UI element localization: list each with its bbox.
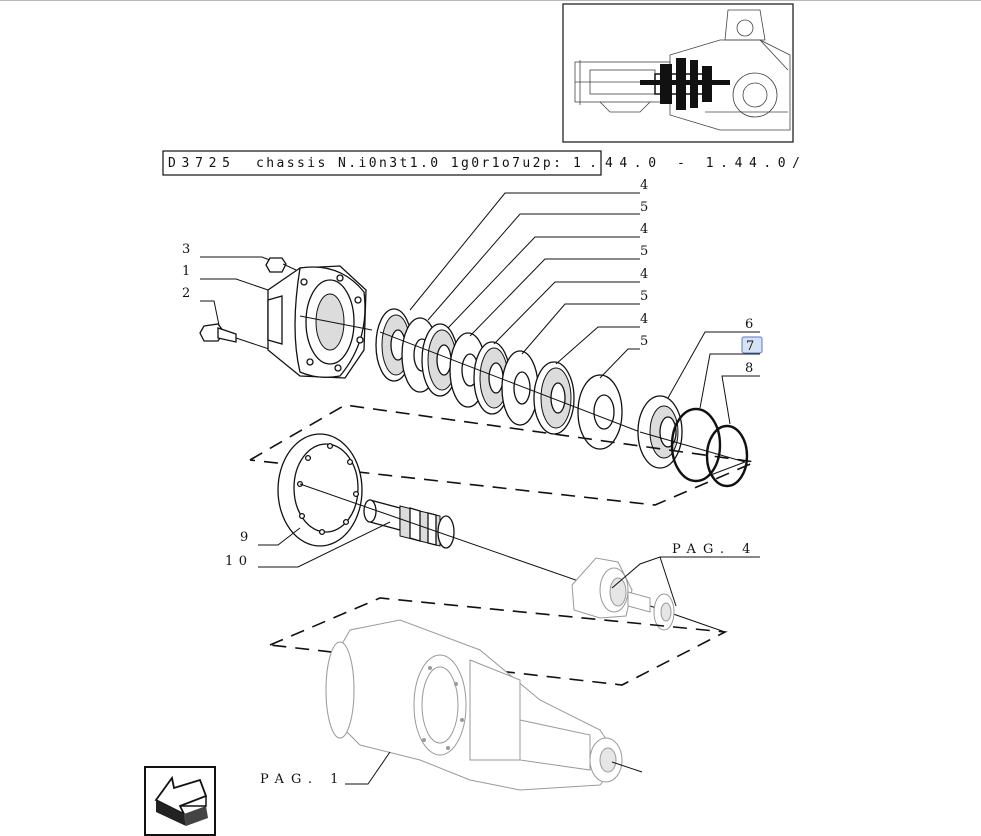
part-1-housing [267, 265, 367, 379]
page-ref-1[interactable]: PAG. 1 [260, 772, 345, 787]
part-8-ring [705, 424, 749, 488]
top-divider [0, 0, 981, 1]
header-chassis-label: chassis N.i0n3t1.0 1g0r1o7u2p: [256, 156, 561, 171]
part-9-flange [277, 433, 363, 547]
part-3-bolt [265, 257, 297, 273]
callout-9[interactable]: 9 [240, 530, 248, 545]
part-10-splined-shaft [363, 499, 455, 549]
part-6-piston [637, 395, 683, 469]
page-ref-4[interactable]: PAG. 4 [672, 542, 757, 557]
callout-1[interactable]: 1 [182, 264, 190, 279]
clutch-disc-stack [375, 308, 623, 450]
callout-5-c[interactable]: 5 [640, 289, 648, 304]
callout-7-highlight[interactable] [741, 336, 763, 354]
callout-4-a[interactable]: 4 [640, 178, 648, 193]
back-arrow-icon[interactable] [144, 766, 216, 836]
axle-housing-ref [325, 619, 623, 791]
header-value-rest: 44.0 - 1.44.0/ [605, 156, 800, 171]
part-7-ring [670, 407, 722, 483]
callout-5-b[interactable]: 5 [640, 244, 648, 259]
callout-2[interactable]: 2 [182, 286, 190, 301]
callout-5-d[interactable]: 5 [640, 334, 648, 349]
callout-4-b[interactable]: 4 [640, 222, 648, 237]
part-2-bolt [199, 323, 237, 343]
callout-10[interactable]: 10 [225, 554, 247, 569]
header-frame [162, 150, 602, 176]
assembly-thumbnail[interactable] [562, 3, 794, 143]
callout-8[interactable]: 8 [745, 361, 753, 376]
callout-4-c[interactable]: 4 [640, 267, 648, 282]
callout-6[interactable]: 6 [745, 317, 753, 332]
header-value-boxed: 1. [573, 156, 597, 171]
callout-4-d[interactable]: 4 [640, 312, 648, 327]
differential-assembly-ref [571, 557, 675, 631]
callout-3[interactable]: 3 [182, 242, 190, 257]
callout-7[interactable]: 7 [746, 339, 754, 354]
header-code: D3725 [168, 156, 230, 171]
callout-5-a[interactable]: 5 [640, 200, 648, 215]
